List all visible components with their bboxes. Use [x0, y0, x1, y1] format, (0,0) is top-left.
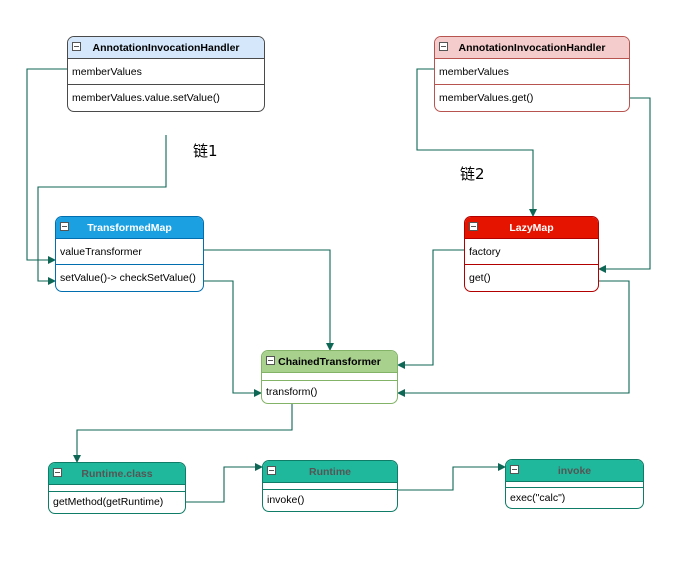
edge-transformedmap-method-to-chained [204, 280, 262, 397]
class-method: setValue()-> checkSetValue() [60, 272, 196, 284]
collapse-icon[interactable] [469, 222, 478, 231]
edge-transformedmap-to-chained [204, 249, 334, 351]
class-title: TransformedMap [87, 222, 172, 234]
class-header: TransformedMap [56, 217, 203, 239]
class-title: invoke [557, 465, 592, 477]
class-header: LazyMap [465, 217, 598, 239]
class-header: Runtime.class [49, 463, 185, 485]
uml-class-lazy-map[interactable]: LazyMap factory get() [464, 216, 599, 292]
uml-class-invoke[interactable]: invoke exec("calc") [505, 459, 644, 509]
collapse-icon[interactable] [266, 356, 275, 365]
class-header: AnnotationInvocationHandler [68, 37, 264, 59]
class-title: Runtime [309, 466, 351, 478]
class-attribute: memberValues [435, 59, 629, 85]
class-attribute-section [506, 482, 643, 488]
class-title: LazyMap [509, 222, 554, 234]
uml-class-runtime[interactable]: Runtime invoke() [262, 460, 398, 512]
chain-1-label: 链1 [193, 142, 218, 160]
class-attribute-section [262, 373, 397, 381]
class-method: get() [469, 272, 491, 284]
class-method: invoke() [267, 494, 305, 506]
collapse-icon[interactable] [267, 466, 276, 475]
collapse-icon[interactable] [72, 42, 81, 51]
class-header: Runtime [263, 461, 397, 483]
class-attribute-section [49, 485, 185, 492]
class-method: memberValues.value.setValue() [72, 92, 220, 104]
edge-lazymap-method-to-chained [397, 280, 630, 397]
uml-class-runtime-class[interactable]: Runtime.class getMethod(getRuntime) [48, 462, 186, 514]
class-attribute-section [263, 483, 397, 490]
edge-chained-to-runtimeclass [73, 404, 293, 463]
class-title: Runtime.class [81, 468, 153, 480]
collapse-icon[interactable] [53, 468, 62, 477]
collapse-icon[interactable] [439, 42, 448, 51]
uml-class-annotation-invocation-handler-2[interactable]: AnnotationInvocationHandler memberValues… [434, 36, 630, 112]
collapse-icon[interactable] [60, 222, 69, 231]
collapse-icon[interactable] [510, 465, 519, 474]
edge-runtimeclass-to-runtime [186, 463, 263, 503]
class-method: transform() [266, 386, 318, 398]
uml-class-transformed-map[interactable]: TransformedMap valueTransformer setValue… [55, 216, 204, 292]
chain-2-label: 链2 [460, 165, 485, 183]
class-attribute: factory [465, 239, 598, 265]
class-attribute: memberValues [68, 59, 264, 85]
edge-aih1-method-to-transformedmap-setvalue [37, 135, 167, 285]
edge-lazymap-to-chained [397, 249, 464, 369]
edge-aih2-method-to-lazymap-get [598, 97, 651, 273]
class-attribute: valueTransformer [56, 239, 203, 265]
class-method: getMethod(getRuntime) [53, 496, 164, 508]
edge-runtime-to-invoke [398, 463, 506, 491]
class-header: ChainedTransformer [262, 351, 397, 373]
uml-class-chained-transformer[interactable]: ChainedTransformer transform() [261, 350, 398, 404]
class-method: exec("calc") [510, 492, 566, 504]
class-title: ChainedTransformer [278, 356, 381, 368]
class-title: AnnotationInvocationHandler [92, 42, 240, 54]
edge-aih1-to-transformedmap-value [26, 68, 67, 264]
class-method: memberValues.get() [439, 92, 534, 104]
class-header: invoke [506, 460, 643, 482]
class-header: AnnotationInvocationHandler [435, 37, 629, 59]
uml-class-annotation-invocation-handler-1[interactable]: AnnotationInvocationHandler memberValues… [67, 36, 265, 112]
edge-aih2-to-lazymap [416, 68, 537, 217]
class-title: AnnotationInvocationHandler [458, 42, 606, 54]
